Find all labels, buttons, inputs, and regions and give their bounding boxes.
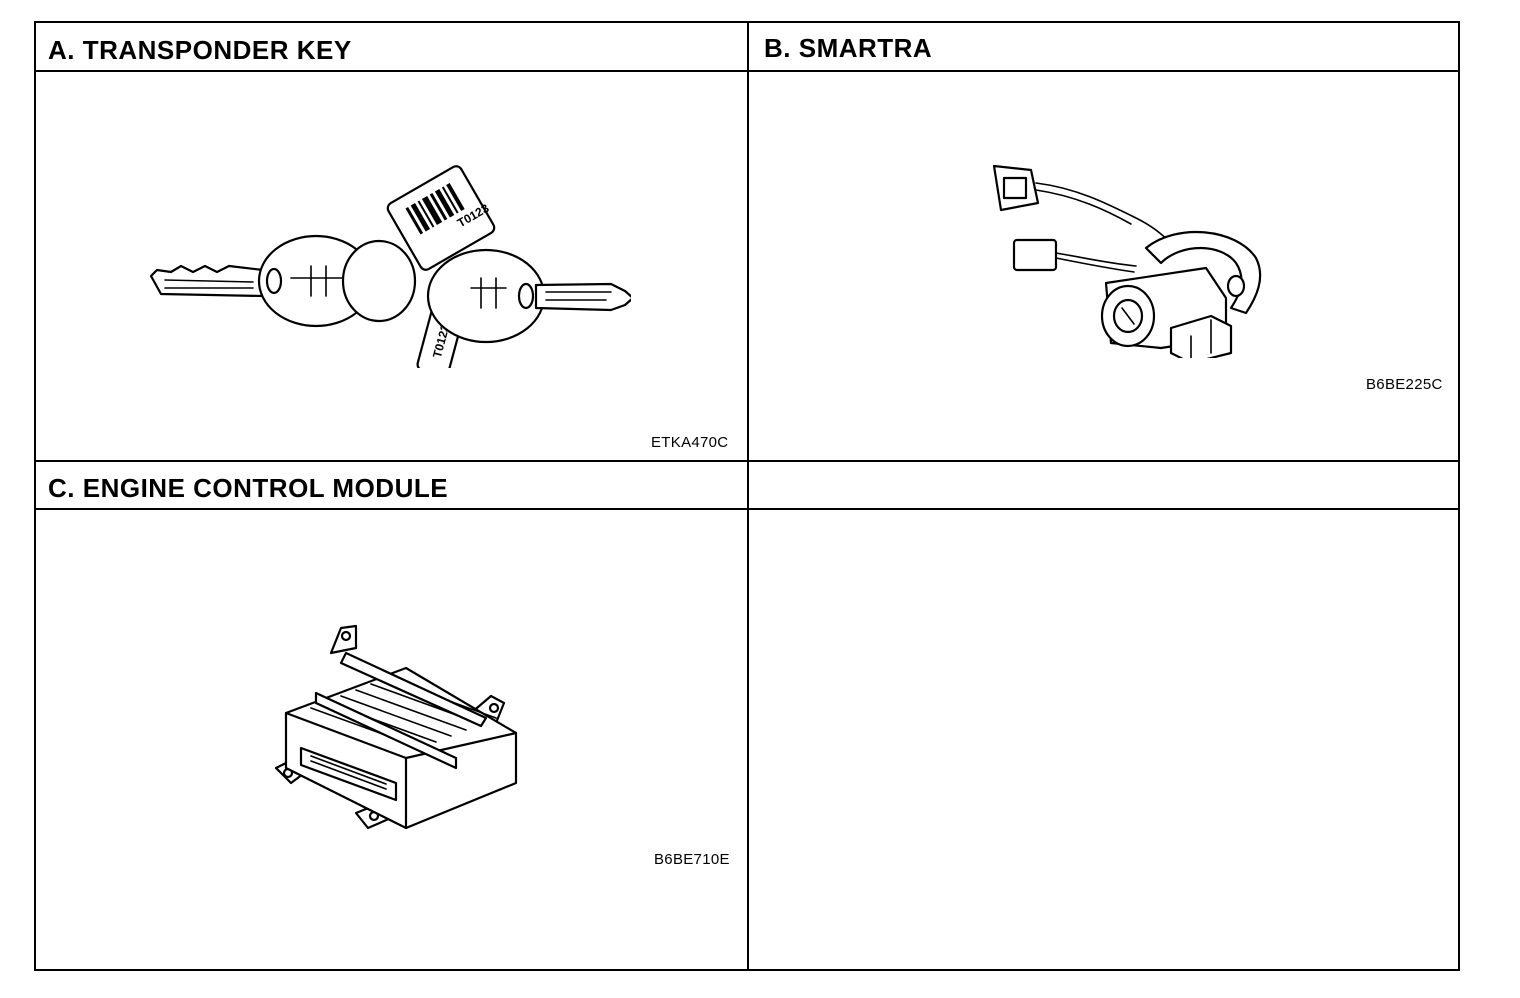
engine-control-module-illustration — [256, 618, 536, 838]
smartra-illustration — [946, 148, 1276, 365]
header-rule-bottom — [36, 508, 1458, 510]
transponder-key-illustration: T0123 T0123 — [141, 148, 635, 377]
panel-b-figure-code: B6BE225C — [1366, 376, 1443, 393]
panel-b-title: B. SMARTRA — [764, 33, 933, 63]
panel-a-figure-code: ETKA470C — [651, 434, 729, 451]
panel-c-title: C. ENGINE CONTROL MODULE — [48, 473, 449, 503]
panel-c-figure-code: B6BE710E — [654, 851, 730, 868]
reference-sheet: A. TRANSPONDER KEY T0123 — [34, 21, 1460, 971]
column-divider — [747, 23, 749, 969]
panel-a-title: A. TRANSPONDER KEY — [48, 35, 352, 65]
row-divider — [36, 460, 1458, 462]
header-rule-top — [36, 70, 1458, 72]
